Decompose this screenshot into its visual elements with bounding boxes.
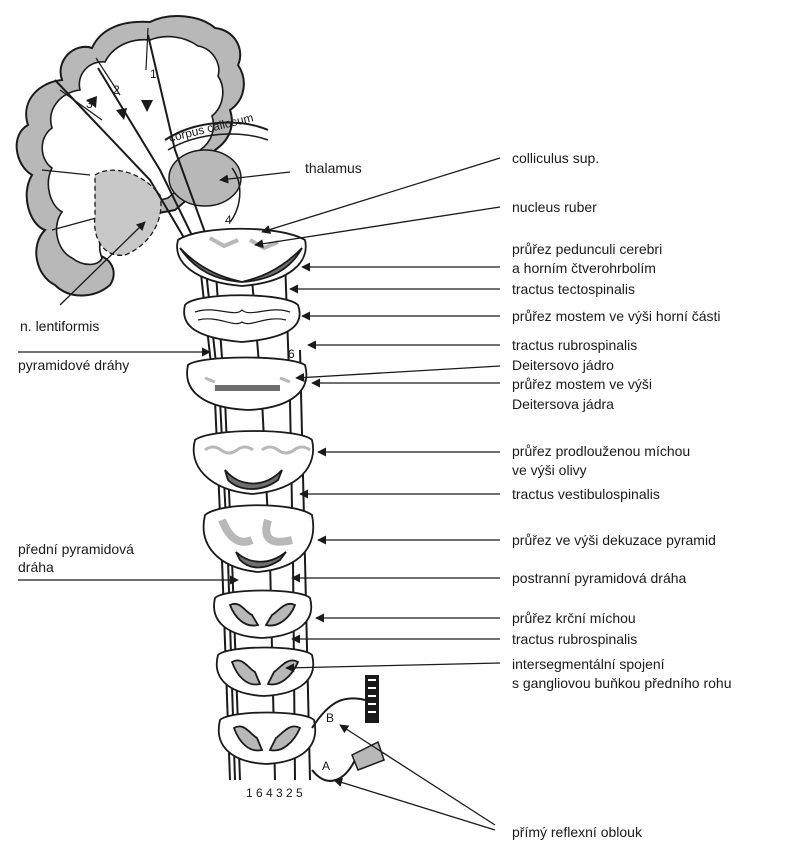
label-prurez-prodlouzenou-line2: ve výši olivy — [512, 462, 587, 479]
label-tractus-rubrospinalis-lower: tractus rubrospinalis — [512, 631, 637, 648]
pathway-number-1: 1 — [150, 67, 157, 81]
label-prurez-mostem-deiters-line2: Deitersova jádra — [512, 396, 614, 413]
label-tractus-vestibulospinalis: tractus vestibulospinalis — [512, 486, 660, 503]
cross-sections — [177, 229, 315, 764]
label-tractus-tectospinalis: tractus tectospinalis — [512, 281, 635, 298]
pathway-number-4: 4 — [225, 213, 232, 227]
pathway-number-6: 6 — [288, 347, 295, 361]
reflex-arc-b-label: B — [326, 711, 334, 725]
pathway-number-3: 3 — [86, 97, 93, 111]
label-postranni-pyramidova: postranní pyramidová dráha — [512, 570, 686, 587]
thalamus-label: thalamus — [305, 160, 362, 177]
label-tractus-rubrospinalis-upper: tractus rubrospinalis — [512, 337, 637, 354]
n-lentiformis-label: n. lentiformis — [20, 318, 99, 335]
label-prurez-mostem-horni: průřez mostem ve výši horní části — [512, 308, 721, 325]
label-prurez-pedunculi-line2: a horním čtverohrbolím — [512, 260, 656, 277]
receptor-skin-patch — [365, 675, 379, 723]
bottom-numbers-label: 1 6 4 3 2 5 — [246, 786, 303, 800]
label-intersegmentalni: intersegmentální spojení — [512, 656, 665, 673]
muscle-effector — [352, 742, 384, 770]
label-prurez-krcni: průřez krční míchou — [512, 610, 636, 627]
predni-pyramidova-label-line2: dráha — [18, 559, 54, 576]
label-deitersovo-jadro: Deitersovo jádro — [512, 357, 614, 374]
label-nucleus-ruber: nucleus ruber — [512, 199, 597, 216]
label-prurez-dekuzace: průřez ve výši dekuzace pyramid — [512, 532, 716, 549]
reflex-arc-a-label: A — [322, 759, 330, 773]
label-primy-reflexni-oblouk: přímý reflexní oblouk — [512, 824, 642, 841]
pyramidove-drahy-label: pyramidové dráhy — [18, 357, 129, 374]
label-intersegmentalni-line2: s gangliovou buňkou předního rohu — [512, 675, 732, 692]
thalamus-shape — [169, 150, 241, 206]
label-prurez-prodlouzenou: průřez prodlouženou míchou — [512, 443, 690, 460]
pathway-number-2: 2 — [113, 83, 120, 97]
label-colliculus-sup: colliculus sup. — [512, 150, 599, 167]
label-prurez-pedunculi: průřez pedunculi cerebri — [512, 241, 662, 258]
label-prurez-mostem-deiters: průřez mostem ve výši — [512, 376, 652, 393]
predni-pyramidova-label-line1: přední pyramidová — [18, 541, 134, 558]
